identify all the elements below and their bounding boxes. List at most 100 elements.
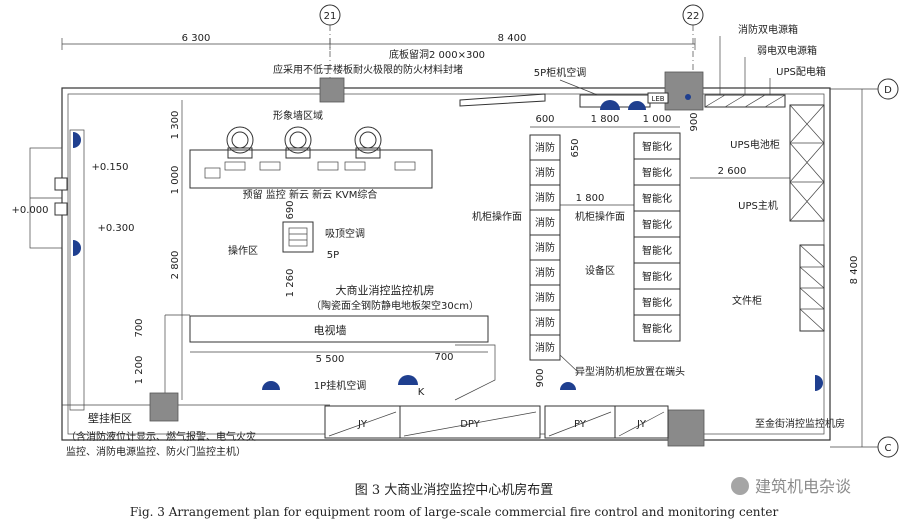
entrance-door [29, 129, 85, 411]
ac-1p-label: 1P挂机空调 [314, 379, 366, 392]
bottom-cabinet [614, 405, 669, 439]
fire-cabinet-label: 消防 [535, 291, 555, 304]
leb-label: LEB [651, 95, 664, 103]
level-plus-0150: +0.150 [91, 162, 128, 173]
wall-cabinet-note-line1: （含消防液位计显示、燃气报警、电气火灾 [66, 430, 256, 443]
left-dimensions: 1 300 1 000 2 800 1 200 700 [134, 100, 183, 400]
floor-hole [459, 93, 546, 107]
file-cabinet [799, 244, 825, 332]
bottom-cabinet-label: JY [357, 419, 368, 430]
ac-1p-icon [262, 381, 280, 390]
bottom-cabinet-label: PY [574, 419, 587, 430]
dim-2800: 2 800 [170, 251, 181, 280]
dim-1260: 1 260 [285, 269, 296, 298]
dim-690: 690 [285, 200, 296, 219]
ac-1p-icon [398, 375, 418, 385]
fire-cabinet [529, 159, 561, 186]
ac-5p-icon [628, 101, 646, 110]
dim-700-left: 700 [134, 318, 145, 337]
k-mark: K [418, 387, 425, 398]
caption-en: Fig. 3 Arrangement plan for equipment ro… [130, 505, 779, 519]
bottom-cabinet-label: DPY [460, 419, 481, 430]
ac-icon-right [815, 375, 823, 391]
special-cabinet-note: 异型消防机柜放置在端头 [575, 365, 685, 378]
axis-21-label: 21 [324, 11, 337, 22]
leb-box [647, 92, 669, 104]
fire-dual-power-label: 消防双电源箱 [738, 23, 798, 36]
axis-c-label: C [885, 443, 892, 454]
fire-cabinet-label: 消防 [535, 266, 555, 279]
column [667, 409, 705, 447]
fire-cabinet [529, 234, 561, 261]
caption-cn: 图 3 大商业消控监控中心机房布置 [355, 482, 554, 498]
ceiling-ac-label: 吸顶空调 [325, 227, 365, 240]
fire-cabinet [529, 184, 561, 211]
axis-22-label: 22 [687, 11, 700, 22]
ups-cabinets [789, 104, 825, 222]
ceiling-ac-power: 5P [327, 250, 339, 261]
dim-900-bottom: 900 [535, 368, 546, 387]
ups-battery-label: UPS电池柜 [730, 138, 780, 151]
watermark-logo: 建筑机电杂谈 [731, 477, 851, 496]
smart-cabinet-label: 智能化 [642, 244, 672, 257]
ops-face-left: 机柜操作面 [472, 210, 522, 223]
column [664, 71, 704, 111]
smart-cabinet-label: 智能化 [642, 166, 672, 179]
ac-5p-cabinet-label: 5P柜机空调 [534, 66, 586, 79]
fire-seal-note: 应采用不低于楼板耐火极限的防火材料封堵 [273, 63, 463, 76]
smart-cabinet-label: 智能化 [642, 140, 672, 153]
fire-cabinet-label: 消防 [535, 341, 555, 354]
fire-cabinet-label: 消防 [535, 316, 555, 329]
fire-cabinet [529, 134, 561, 161]
smart-cabinet [633, 236, 681, 264]
watermark-text: 建筑机电杂谈 [755, 477, 851, 496]
fire-cabinet-label: 消防 [535, 166, 555, 179]
ac-5p-icon [600, 100, 620, 110]
dim-1300: 1 300 [170, 111, 181, 140]
fire-cabinet-label: 消防 [535, 216, 555, 229]
dim-5500: 5 500 [316, 354, 345, 365]
dim-650: 650 [570, 138, 581, 157]
equipment-area-label: 设备区 [585, 264, 615, 277]
smart-cabinet-label: 智能化 [642, 192, 672, 205]
column [319, 77, 345, 103]
dim-600: 600 [535, 114, 554, 125]
ops-face-right: 机柜操作面 [575, 210, 625, 223]
operator-chair [226, 126, 254, 159]
column [149, 392, 179, 422]
smart-cabinet [633, 210, 681, 238]
operator-chair [284, 126, 312, 159]
bottom-cabinet [399, 405, 541, 439]
dim-1800-top: 1 800 [591, 114, 620, 125]
fire-cabinet-label: 消防 [535, 191, 555, 204]
top-dimension: 6 300 8 400 [61, 33, 696, 50]
smart-cabinet [633, 158, 681, 186]
image-wall-label: 形象墙区域 [273, 109, 323, 122]
smart-cabinet-label: 智能化 [642, 296, 672, 309]
wall-cabinet-note-line2: 监控、消防电源监控、防火门监控主机） [66, 445, 246, 458]
fire-cabinet [529, 309, 561, 336]
smart-cabinet [633, 288, 681, 316]
fire-cabinet-label: 消防 [535, 141, 555, 154]
ups-distribution-label: UPS配电箱 [776, 65, 826, 78]
tv-wall-label: 电视墙 [314, 323, 347, 337]
power-boxes [685, 36, 786, 108]
dim-1000: 1 000 [643, 114, 672, 125]
dim-900-top: 900 [689, 112, 700, 131]
dim-8400-right: 8 400 [849, 256, 860, 285]
dim-2600: 2 600 [718, 166, 747, 177]
room-name: 大商业消控监控机房 [336, 283, 435, 297]
ac-icon-middle [560, 382, 576, 390]
tv-wall [189, 315, 489, 343]
fire-cabinet [529, 209, 561, 236]
operator-chair [354, 126, 382, 159]
dim-8400-top: 8 400 [498, 33, 527, 44]
dim-1200: 1 200 [134, 356, 145, 385]
fire-cabinet [529, 284, 561, 311]
dim-700-tv: 700 [434, 352, 453, 363]
floor-hole-note: 底板留洞2 000×300 [389, 48, 485, 61]
smart-cabinet [633, 314, 681, 342]
ceiling-ac-unit [282, 221, 314, 253]
file-cabinet-label: 文件柜 [732, 294, 762, 307]
